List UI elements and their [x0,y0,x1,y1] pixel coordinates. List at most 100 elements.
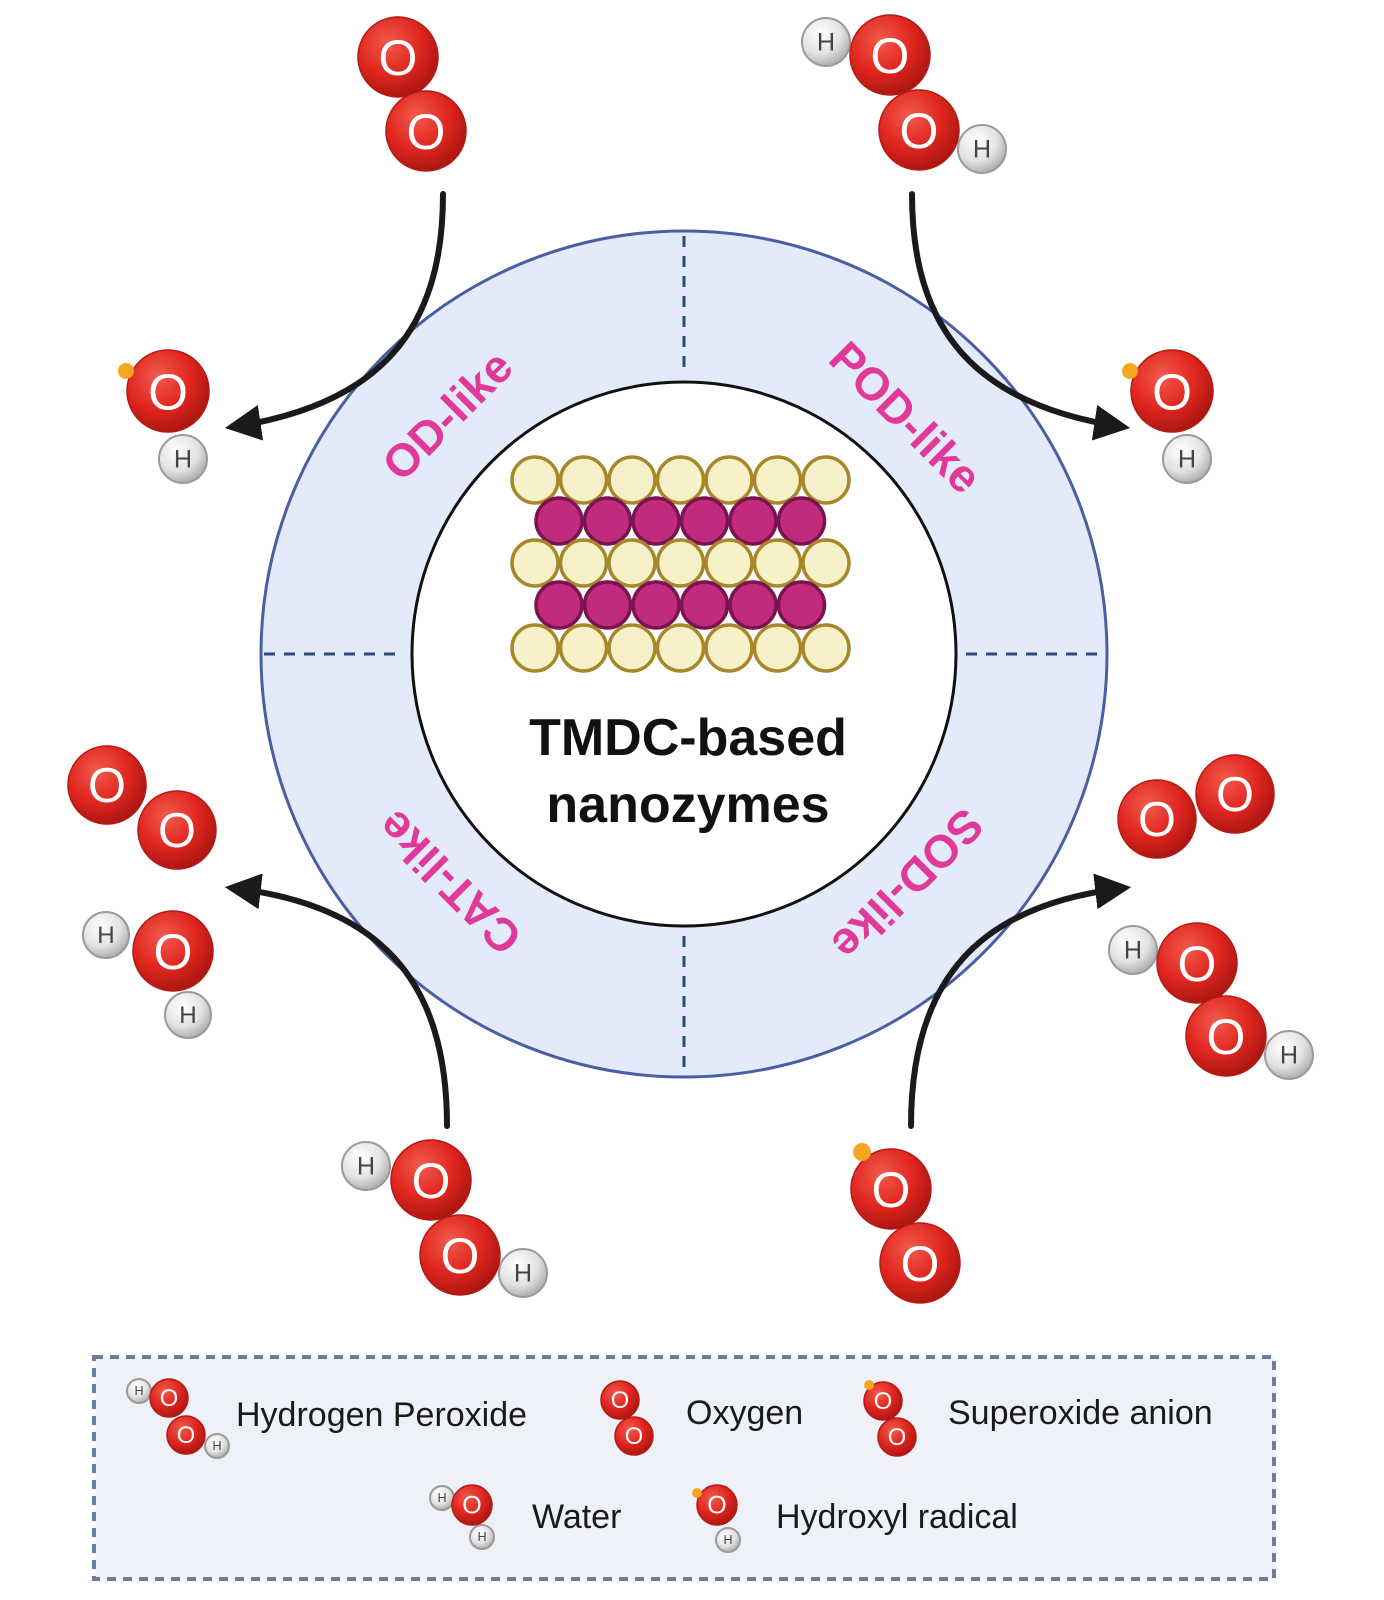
oxygen-atom: O [357,16,439,98]
hydrogen-atom: H [82,911,130,959]
oxygen-symbol: O [407,104,446,160]
oxygen-symbol: O [154,924,193,980]
hydrogen-symbol: H [477,1530,486,1544]
legend-hydroxyl-icon: HO [692,1484,741,1553]
metal-atom [534,580,584,630]
cat-product-oxygen: OO [67,745,217,870]
metal-atom [728,496,778,546]
oxygen-symbol: O [158,804,196,858]
oxygen-atom: O [614,1416,654,1456]
hydrogen-symbol: H [174,445,192,473]
sod-reactant-superoxide: OO [850,1143,961,1304]
oxygen-symbol: O [1207,1009,1246,1065]
chalcogen-atom [607,538,657,588]
hydrogen-atom: H [204,1433,230,1459]
legend-superoxide-label: Superoxide anion [948,1394,1213,1432]
hydrogen-symbol: H [179,1002,196,1029]
cat-arrow [224,873,450,1129]
oxygen-symbol: O [462,1491,481,1519]
sod-arrow [908,873,1132,1129]
oxygen-atom: O [1195,754,1275,834]
oxygen-atom: O [600,1380,640,1420]
chalcogen-atom [704,623,754,673]
metal-atom [582,580,633,630]
oxygen-atom: O [878,89,960,171]
chalcogen-atom [558,623,609,673]
hydrogen-symbol: H [1178,445,1196,473]
legend-hydroxyl-label: Hydroxyl radical [776,1498,1018,1536]
metal-atom [631,496,681,546]
oxygen-symbol: O [625,1423,643,1450]
oxygen-atom: O [132,910,214,992]
hydrogen-symbol: H [97,922,114,949]
chalcogen-atom [607,623,657,673]
pod-arrow [909,191,1131,441]
oxygen-atom: O [850,1148,932,1230]
metal-atom [776,580,827,630]
chalcogen-atom [704,538,754,588]
chalcogen-atom [510,455,560,505]
hydrogen-symbol: H [973,135,991,163]
hydrogen-symbol: H [1280,1041,1298,1069]
oxygen-symbol: O [88,759,126,813]
oxygen-atom: O [1130,349,1214,433]
oxygen-atom: O [385,90,467,172]
oxygen-atom: O [149,1378,189,1418]
oxygen-symbol: O [379,30,418,86]
chalcogen-atom [655,538,706,588]
hydrogen-atom: H [126,1378,152,1404]
hydrogen-atom: H [469,1524,495,1550]
oxygen-atom: O [1185,995,1267,1077]
oxygen-atom: O [1156,922,1238,1004]
oxygen-atom: O [67,745,147,825]
oxygen-atom: O [863,1381,903,1421]
hydrogen-atom: H [801,17,851,67]
hydrogen-atom: H [1108,925,1158,975]
oxygen-atom: O [877,1417,917,1457]
oxygen-symbol: O [888,1424,906,1451]
oxygen-atom: O [166,1415,206,1455]
oxygen-symbol: O [1152,363,1192,420]
oxygen-symbol: O [160,1385,178,1412]
chalcogen-atom [558,455,609,505]
chalcogen-atom [655,455,706,505]
hydrogen-symbol: H [357,1152,375,1180]
center-title-line2: nanozymes [546,776,829,834]
reaction-arrows [224,191,1132,1129]
radical-dot [118,363,134,379]
hydrogen-atom: H [158,434,208,484]
hydrogen-symbol: H [1124,936,1142,964]
hydrogen-atom: H [429,1485,455,1511]
hydrogen-atom: H [341,1141,391,1191]
hydrogen-symbol: H [723,1533,732,1547]
legend-superoxide-icon: OO [863,1380,917,1457]
chalcogen-atom [752,538,803,588]
chalcogen-atom [801,455,851,505]
hydrogen-symbol: H [134,1384,143,1398]
chalcogen-atom [801,538,851,588]
hydrogen-atom: H [1162,434,1212,484]
chalcogen-atom [801,623,851,673]
metal-atom [776,496,827,546]
radical-dot [853,1143,871,1161]
oxygen-symbol: O [441,1228,480,1284]
hydrogen-atom: H [1264,1030,1314,1080]
chalcogen-atom [558,538,609,588]
oxygen-symbol: O [1216,768,1254,822]
legend-hydrogen-peroxide-label: Hydrogen Peroxide [236,1396,527,1434]
legend-box [92,1355,1276,1581]
oxygen-symbol: O [872,1162,911,1218]
metal-atom [679,580,730,630]
oxygen-symbol: O [707,1491,726,1519]
hydrogen-symbol: H [212,1439,221,1453]
radical-dot [1122,363,1138,379]
metal-atom [534,496,584,546]
oxygen-atom: O [451,1484,493,1526]
metal-atom [679,496,730,546]
quadrant-dividers [264,236,1104,1073]
